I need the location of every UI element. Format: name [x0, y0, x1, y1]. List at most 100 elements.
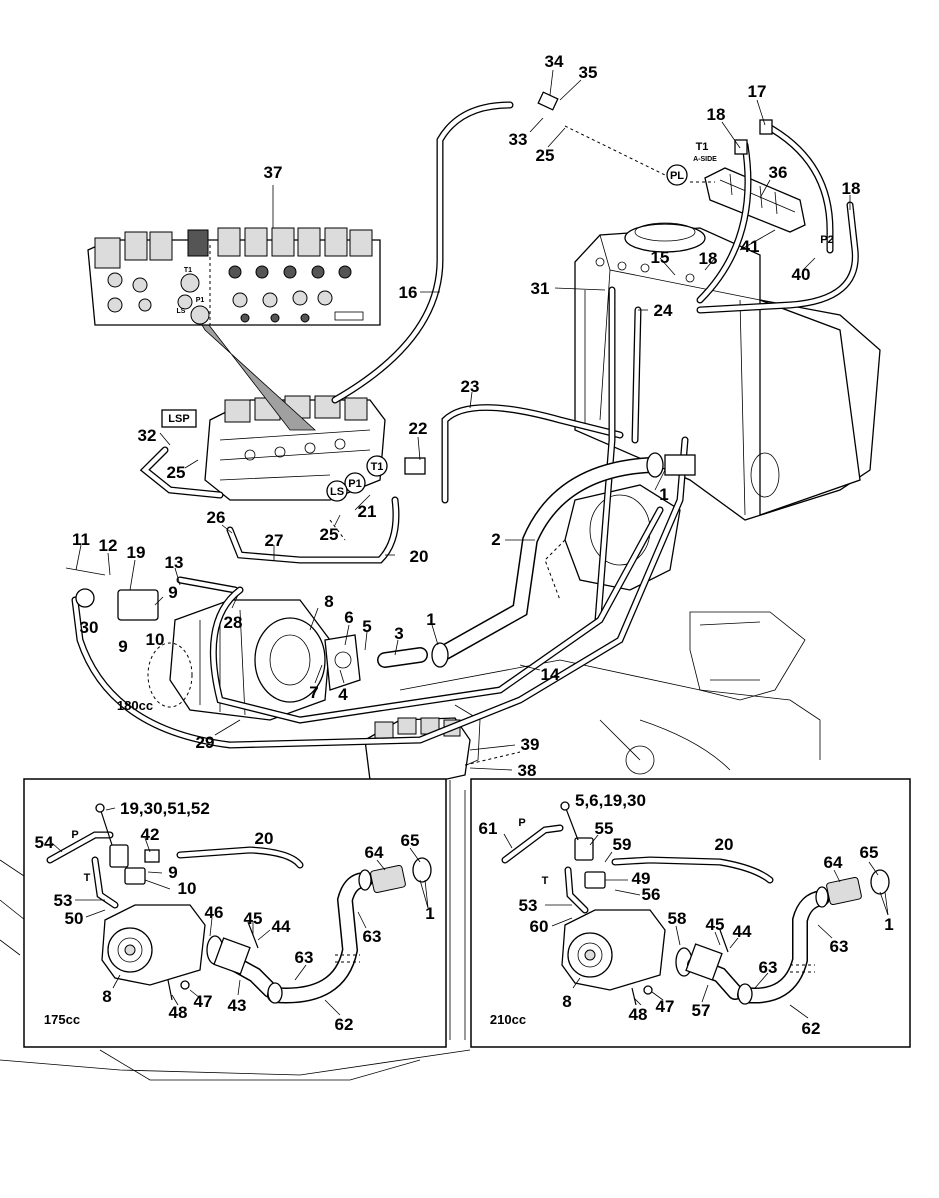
callout-63-left-a: 63 — [295, 948, 314, 967]
callout-8-left: 8 — [102, 987, 111, 1006]
callout-53-left: 53 — [54, 891, 73, 910]
lsp-label: LSP — [168, 413, 189, 425]
callout-18-tank: 18 — [699, 249, 718, 268]
callout-29: 29 — [196, 733, 215, 752]
callout-45-left: 45 — [244, 909, 263, 928]
callout-35: 35 — [579, 63, 598, 82]
callout-41: 41 — [741, 237, 760, 256]
callout-12: 12 — [99, 536, 118, 555]
callout-4: 4 — [338, 685, 348, 704]
callout-64-right: 64 — [824, 853, 843, 872]
callout-3: 3 — [394, 624, 403, 643]
manifold-block — [704, 167, 806, 233]
port-t-right: T — [542, 875, 549, 887]
detail-box-210cc: 5,6,19,30 61 P 55 59 20 T 49 56 53 60 58… — [470, 778, 911, 1048]
callout-20-left: 20 — [255, 829, 274, 848]
callout-48-left: 48 — [169, 1003, 188, 1022]
callout-23: 23 — [461, 377, 480, 396]
callout-62-left: 62 — [335, 1015, 354, 1034]
callout-1-tank: 1 — [659, 485, 668, 504]
callout-5-6-19-30: 5,6,19,30 — [575, 791, 646, 810]
main-pump-180cc — [147, 599, 331, 721]
ls-port-label: LS — [330, 486, 344, 498]
detail-box-175cc: 19,30,51,52 20 54 P 42 9 T 10 53 50 46 4… — [23, 778, 447, 1048]
callout-10: 10 — [146, 630, 165, 649]
callout-47-left: 47 — [194, 992, 213, 1011]
callout-15: 15 — [651, 248, 670, 267]
callout-62-right: 62 — [802, 1019, 821, 1038]
callout-9-lower: 9 — [118, 637, 127, 656]
callout-46: 46 — [205, 903, 224, 922]
ls-marker — [326, 480, 348, 502]
callout-22: 22 — [409, 419, 428, 438]
callout-63-right-b: 63 — [830, 937, 849, 956]
callout-20: 20 — [410, 547, 429, 566]
t1-port-label: T1 — [371, 461, 384, 473]
callout-8-right: 8 — [562, 992, 571, 1011]
callout-11: 11 — [72, 530, 90, 549]
callout-36: 36 — [769, 163, 788, 182]
callout-63-left-b: 63 — [363, 927, 382, 946]
callout-5: 5 — [362, 617, 371, 636]
callout-40: 40 — [792, 265, 811, 284]
callout-14: 14 — [541, 665, 560, 684]
callout-45-right: 45 — [706, 915, 725, 934]
a-side-label: A-SIDE — [693, 156, 717, 163]
callout-44-right: 44 — [733, 922, 752, 941]
callout-25-top: 25 — [536, 146, 555, 165]
callout-18-right: 18 — [842, 179, 861, 198]
callout-54: 54 — [35, 833, 54, 852]
callout-21: 21 — [358, 502, 377, 521]
callout-30: 30 — [80, 618, 99, 637]
callout-19-30-51-52: 19,30,51,52 — [120, 799, 210, 818]
callout-49: 49 — [632, 869, 651, 888]
callout-61: 61 — [479, 819, 498, 838]
callout-32: 32 — [138, 426, 157, 445]
valve-detail-inset — [87, 227, 381, 431]
callout-13: 13 — [165, 553, 184, 572]
callout-34: 34 — [545, 52, 564, 71]
lsp-box — [161, 409, 197, 428]
callout-1-pipe: 1 — [426, 610, 435, 629]
callout-28: 28 — [224, 613, 243, 632]
callout-24: 24 — [654, 301, 673, 320]
p1-port-label: P1 — [348, 478, 361, 490]
variant-210cc-label: 210cc — [490, 1012, 526, 1027]
callout-16: 16 — [399, 283, 418, 302]
callout-25-mid: 25 — [320, 525, 339, 544]
fittings — [65, 91, 773, 766]
port-markers: PL T1 P1 LS LSP T1 A-SIDE P2 T1 P1 LS — [161, 141, 834, 502]
inset-ls-label: LS — [177, 308, 186, 315]
callout-19: 19 — [127, 543, 146, 562]
callout-17: 17 — [748, 82, 767, 101]
callout-55: 55 — [595, 819, 614, 838]
p1-marker — [344, 472, 366, 494]
callout-47-right: 47 — [656, 997, 675, 1016]
pl-marker — [666, 164, 688, 186]
p2-label: P2 — [820, 234, 833, 246]
callout-37: 37 — [264, 163, 283, 182]
callout-56: 56 — [642, 885, 661, 904]
inset-p1-label: P1 — [196, 297, 205, 304]
callout-27: 27 — [265, 531, 284, 550]
callout-42: 42 — [141, 825, 160, 844]
callout-58: 58 — [668, 909, 687, 928]
callout-38: 38 — [518, 761, 537, 780]
callout-39: 39 — [521, 735, 540, 754]
callout-43: 43 — [228, 996, 247, 1015]
callout-63-right-a: 63 — [759, 958, 778, 977]
callout-59: 59 — [613, 835, 632, 854]
callout-44-left: 44 — [272, 917, 291, 936]
inset-t1-label: T1 — [184, 267, 192, 274]
hoses — [71, 101, 859, 749]
variant-180cc-label: 180cc — [117, 698, 153, 713]
callout-10-left: 10 — [178, 879, 197, 898]
callout-65-right: 65 — [860, 843, 879, 862]
port-p-left: P — [71, 829, 78, 841]
callout-57: 57 — [692, 1001, 711, 1020]
callout-64-left: 64 — [365, 843, 384, 862]
leader-lines — [75, 69, 851, 771]
callout-2: 2 — [491, 530, 500, 549]
